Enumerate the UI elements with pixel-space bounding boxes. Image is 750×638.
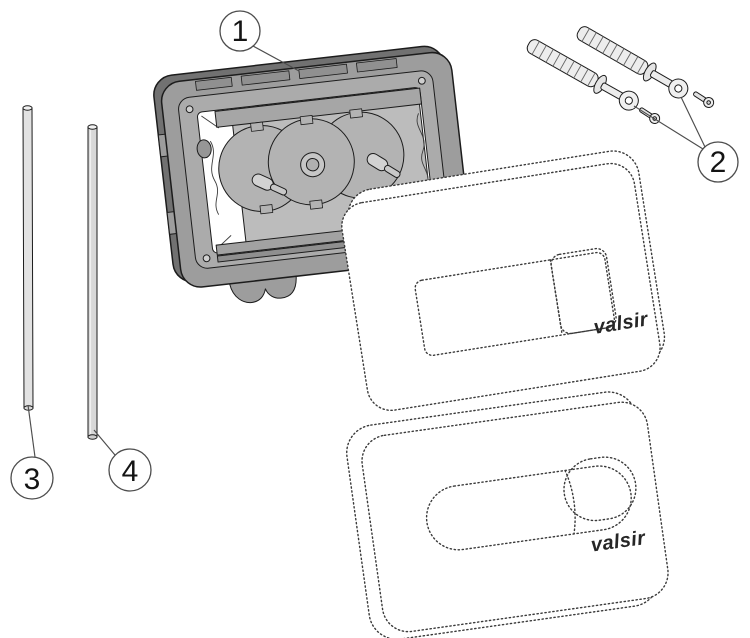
- actuator-pin-left: [251, 173, 288, 196]
- callout-2: 2: [633, 96, 739, 183]
- callout-circle: [697, 141, 739, 183]
- cam-tab: [250, 121, 264, 132]
- callout-3: 3: [10, 404, 54, 500]
- leader-line: [680, 96, 706, 148]
- panel-edge-left: [209, 140, 220, 215]
- rod-body: [87, 126, 98, 438]
- small-flush-button-rect: [550, 247, 617, 335]
- center-bushing-inner: [305, 157, 320, 172]
- small-flush-button-oval: [563, 456, 637, 522]
- frame-top-notch: [298, 63, 348, 79]
- callout-circle: [108, 448, 152, 492]
- callout-circle: [10, 456, 54, 500]
- wall-plug: [576, 26, 689, 99]
- plug-head-hole: [674, 84, 683, 93]
- plate-face: [361, 401, 669, 633]
- leader-line: [633, 105, 704, 150]
- frame-top-notch: [195, 76, 233, 91]
- cam-tab: [309, 199, 323, 210]
- plug-head-hole: [624, 96, 633, 105]
- button-frame-oval: [425, 465, 632, 551]
- frame-top-notch: [240, 70, 291, 86]
- rod-bottom-cap: [87, 434, 98, 440]
- frame-screw-hole: [417, 76, 426, 85]
- leader-line: [27, 404, 36, 458]
- fixing-screw: [693, 91, 715, 109]
- flush-plate-oval-buttons: valsir: [346, 391, 669, 638]
- push-rod-long: [22, 105, 34, 411]
- mechanism-crossbar: [214, 87, 422, 128]
- leader-line: [93, 429, 116, 456]
- cam-tab: [259, 204, 274, 215]
- callout-1: 1: [219, 10, 300, 72]
- wall-plug: [526, 39, 639, 111]
- panel-edge-right: [416, 113, 429, 188]
- frame-screw-hole: [202, 254, 211, 263]
- button-frame-rect: [414, 251, 616, 357]
- callout-circle: [219, 10, 261, 52]
- pin-tip: [383, 164, 401, 178]
- frame-screw-hole: [185, 105, 194, 114]
- rod-top-cap: [22, 105, 33, 111]
- cam-tab: [349, 108, 363, 119]
- rod-body: [22, 107, 34, 409]
- wall-plugs-and-screws: [526, 26, 715, 125]
- plug-ribs: [581, 28, 646, 74]
- frame-oval-hole: [196, 139, 212, 159]
- callout-number: 1: [232, 15, 249, 48]
- frame-corner-rib: [201, 115, 220, 129]
- leader-line: [252, 45, 300, 72]
- callout-number: 4: [122, 455, 139, 488]
- actuator-pin-right: [366, 152, 401, 178]
- push-rod-short: [87, 124, 98, 440]
- plate-face: [341, 162, 661, 412]
- callout-number: 3: [24, 463, 41, 496]
- callout-4: 4: [93, 429, 152, 492]
- flush-plate-rect-buttons: valsir: [341, 150, 666, 412]
- pin-tip: [269, 183, 288, 196]
- cam-tab: [299, 115, 314, 126]
- rod-top-cap: [87, 124, 98, 130]
- frame-top-notch: [356, 58, 398, 73]
- plug-ribs: [531, 41, 596, 87]
- callout-number: 2: [710, 146, 727, 179]
- screw-head-center: [706, 100, 711, 105]
